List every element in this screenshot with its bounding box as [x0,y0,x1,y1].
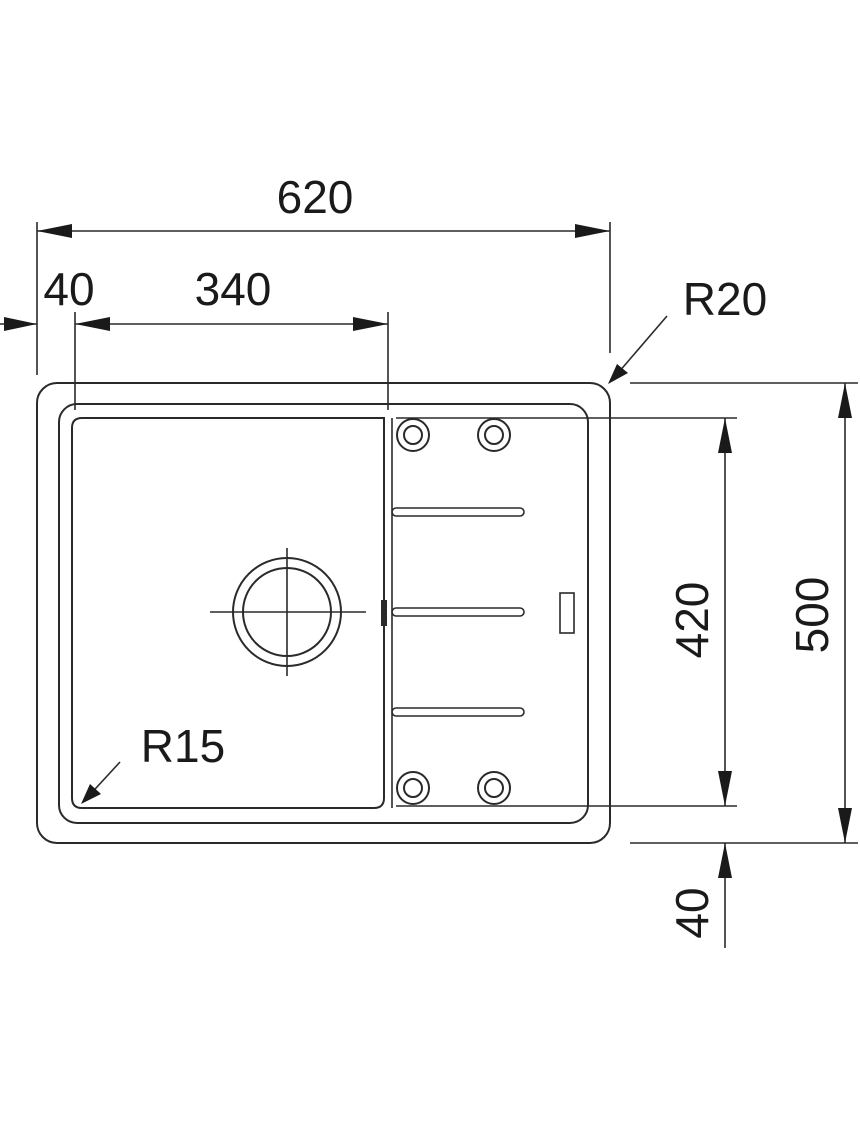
dimension-label-bowl-radius: R15 [141,720,225,772]
drainer-rib-middle [391,607,525,617]
dimension-label-left-margin: 40 [43,263,94,315]
drainer-rib-bottom [391,707,525,717]
dimension-total-depth: 500 [786,383,852,843]
dimension-bowl-radius: R15 [81,720,225,804]
tap-hole-icon-bottom-left [396,771,430,805]
tap-hole-icon-top-right [477,418,511,452]
dimension-label-bottom-margin: 40 [666,887,718,938]
dimension-bottom-margin: 40 [666,843,732,948]
dimension-total-width: 620 [37,171,610,238]
drainer-connector [381,600,387,626]
dimension-bowl-width: 340 [75,263,388,331]
dimension-label-outer-radius: R20 [683,273,767,325]
sink-outer-rim [36,382,611,844]
bowl-outline [71,417,385,809]
extension-lines [36,222,858,844]
dimension-inner-depth: 420 [666,418,732,806]
dimension-label-bowl-width: 340 [195,263,272,315]
dimension-label-total-depth: 500 [786,577,838,654]
tap-hole-icon-top-left [396,418,430,452]
tap-hole-icon-bottom-right [477,771,511,805]
drainer-rib-top [391,507,525,517]
drain-circle-icon [210,548,366,676]
dimension-label-total-width: 620 [277,171,354,223]
dimension-left-margin: 40 [0,263,95,331]
dimension-label-inner-depth: 420 [666,582,718,659]
sink-inner-rim [58,403,589,824]
overflow-slot-icon [559,592,575,634]
dimension-outer-radius: R20 [608,273,767,384]
